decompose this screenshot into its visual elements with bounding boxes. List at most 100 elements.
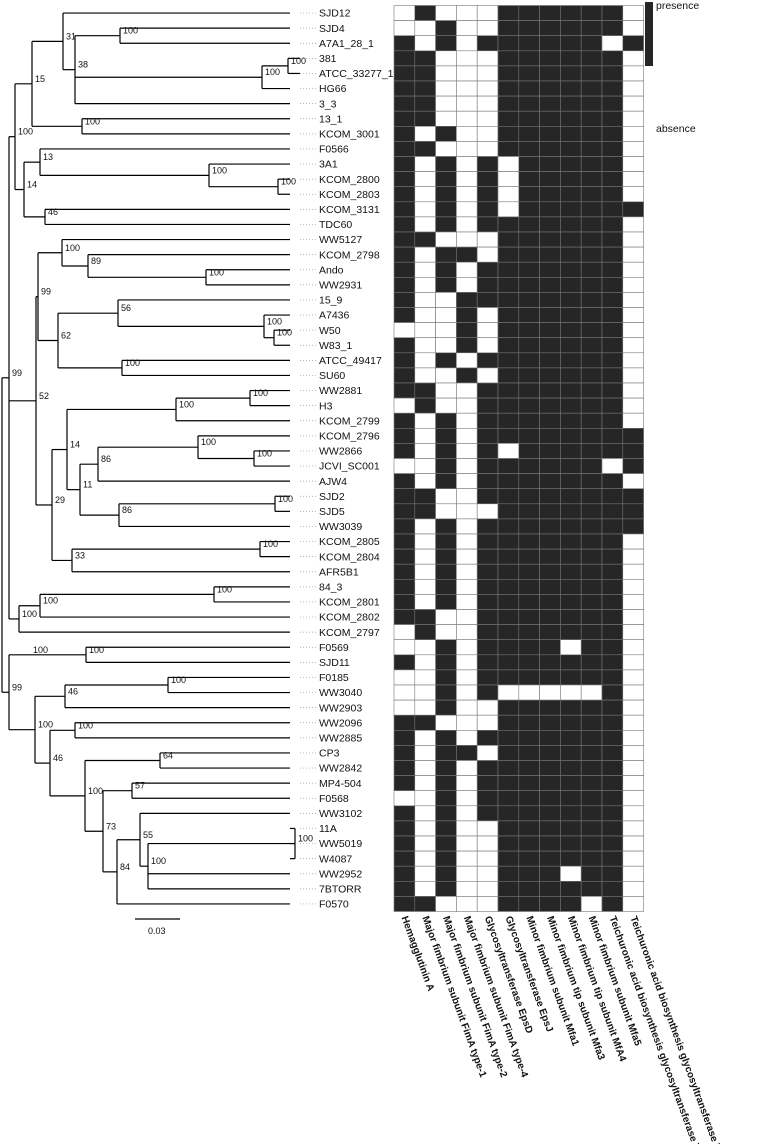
- matrix-cell: [497, 156, 520, 172]
- matrix-cell: [601, 443, 624, 459]
- matrix-cell: [414, 126, 436, 142]
- matrix-cell: [622, 533, 644, 550]
- matrix-cell: [414, 669, 436, 686]
- matrix-cell: [456, 699, 478, 716]
- matrix-cell: [497, 261, 520, 278]
- matrix-cell: [539, 760, 561, 776]
- matrix-cell: [393, 458, 416, 474]
- matrix-cell: [518, 684, 540, 701]
- matrix-cell: [456, 578, 478, 595]
- matrix-cell: [456, 518, 478, 535]
- matrix-cell: [518, 835, 540, 852]
- strain-label: CP3: [319, 748, 340, 760]
- strain-label: 381: [319, 53, 337, 65]
- strain-label: AFR5B1: [319, 566, 359, 578]
- matrix-cell: [622, 714, 644, 731]
- strain-label: KCOM_2803: [319, 189, 380, 201]
- matrix-cell: [497, 624, 520, 640]
- matrix-cell: [539, 141, 561, 157]
- matrix-cell: [580, 729, 603, 746]
- matrix-cell: [539, 443, 561, 459]
- bootstrap-values: 9910015313810010010010014131001004652991…: [12, 26, 313, 872]
- matrix-cell: [539, 533, 561, 550]
- matrix-cell: [456, 458, 478, 474]
- bootstrap-value: 15: [35, 74, 45, 84]
- matrix-cell: [476, 865, 499, 882]
- matrix-cell: [601, 578, 624, 595]
- matrix-cell: [560, 382, 582, 399]
- matrix-cell: [497, 322, 520, 339]
- matrix-cell: [414, 186, 436, 203]
- bootstrap-value: 64: [163, 751, 173, 761]
- matrix-cell: [518, 397, 540, 414]
- matrix-cell: [393, 563, 416, 580]
- strain-label: WW3039: [319, 521, 362, 533]
- matrix-cell: [539, 684, 561, 701]
- matrix-cell: [560, 261, 582, 278]
- matrix-cell: [393, 503, 416, 520]
- matrix-cell: [393, 126, 416, 142]
- matrix-cell: [435, 684, 457, 701]
- strain-label: KCOM_3001: [319, 128, 380, 140]
- matrix-cell: [601, 745, 624, 761]
- matrix-cell: [601, 835, 624, 852]
- bootstrap-value: 46: [53, 753, 63, 763]
- matrix-cell: [393, 865, 416, 882]
- matrix-cell: [497, 835, 520, 852]
- bootstrap-value: 100: [18, 127, 33, 137]
- matrix-cell: [622, 805, 644, 822]
- bootstrap-value: 100: [263, 539, 278, 549]
- strain-label: KCOM_2801: [319, 597, 380, 609]
- matrix-cell: [476, 427, 499, 444]
- matrix-cell: [539, 775, 561, 791]
- bootstrap-value: 33: [75, 550, 85, 560]
- matrix-cell: [497, 896, 520, 912]
- matrix-cell: [539, 518, 561, 535]
- matrix-cell: [414, 880, 436, 897]
- matrix-cell: [476, 458, 499, 474]
- matrix-cell: [456, 624, 478, 640]
- matrix-cell: [539, 503, 561, 520]
- matrix-cell: [518, 805, 540, 822]
- matrix-cell: [580, 80, 603, 97]
- matrix-cell: [601, 5, 624, 21]
- bootstrap-value: 100: [89, 645, 104, 655]
- matrix-cell: [518, 639, 540, 656]
- matrix-cell: [435, 790, 457, 807]
- matrix-cell: [601, 624, 624, 640]
- matrix-cell: [456, 292, 478, 308]
- bootstrap-value: 100: [209, 267, 224, 277]
- matrix-cell: [601, 156, 624, 172]
- matrix-cell: [435, 865, 457, 882]
- strain-label: HG66: [319, 83, 347, 95]
- matrix-cell: [476, 896, 499, 912]
- bootstrap-value: 100: [171, 675, 186, 685]
- matrix-cell: [539, 548, 561, 565]
- matrix-cell: [456, 443, 478, 459]
- matrix-cell: [393, 790, 416, 807]
- matrix-cell: [476, 835, 499, 852]
- bootstrap-value: 100: [85, 116, 100, 126]
- strain-label: WW5127: [319, 234, 362, 246]
- matrix-cell: [622, 790, 644, 807]
- matrix-cell: [476, 352, 499, 369]
- matrix-cell: [435, 488, 457, 505]
- matrix-cell: [580, 382, 603, 399]
- matrix-cell: [601, 533, 624, 550]
- matrix-cell: [414, 352, 436, 369]
- matrix-cell: [539, 699, 561, 716]
- matrix-cell: [622, 578, 644, 595]
- matrix-cell: [435, 50, 457, 67]
- matrix-cell: [414, 141, 436, 157]
- matrix-cell: [518, 458, 540, 474]
- bootstrap-value: 13: [43, 152, 53, 162]
- strain-label: A7A1_28_1: [319, 38, 374, 50]
- matrix-cell: [622, 65, 644, 82]
- matrix-cell: [601, 65, 624, 82]
- matrix-cell: [560, 80, 582, 97]
- matrix-cell: [580, 35, 603, 52]
- gene-label: Teichuronic acid biosynthesis glycosyltr…: [607, 915, 708, 1144]
- matrix-cell: [539, 427, 561, 444]
- matrix-cell: [497, 594, 520, 610]
- matrix-cell: [518, 443, 540, 459]
